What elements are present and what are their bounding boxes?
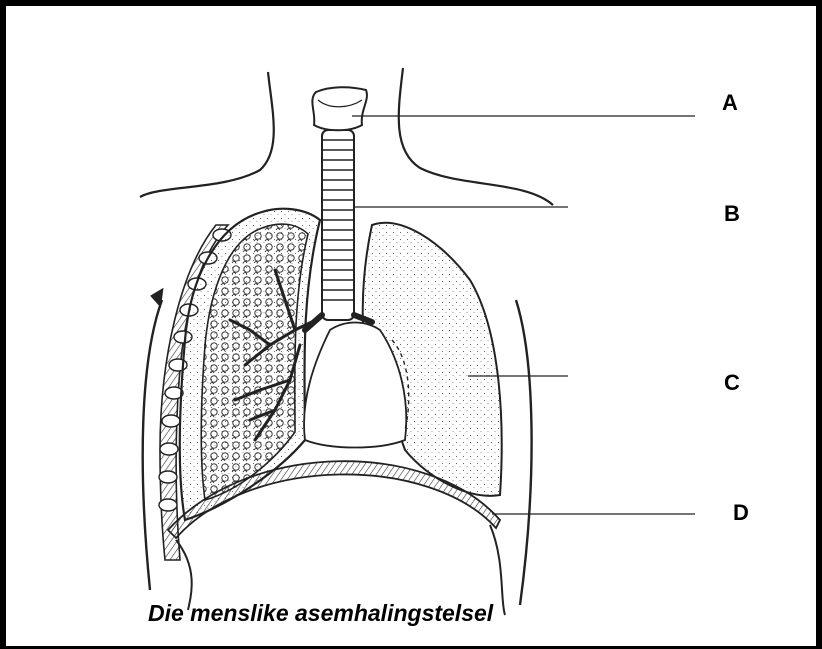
- label-d: D: [733, 500, 749, 526]
- label-c: C: [724, 370, 740, 396]
- diagram-caption: Die menslike asemhalingstelsel: [148, 600, 493, 627]
- label-a: A: [722, 90, 738, 116]
- label-b: B: [724, 201, 740, 227]
- heart: [304, 323, 409, 448]
- larynx: [312, 87, 367, 130]
